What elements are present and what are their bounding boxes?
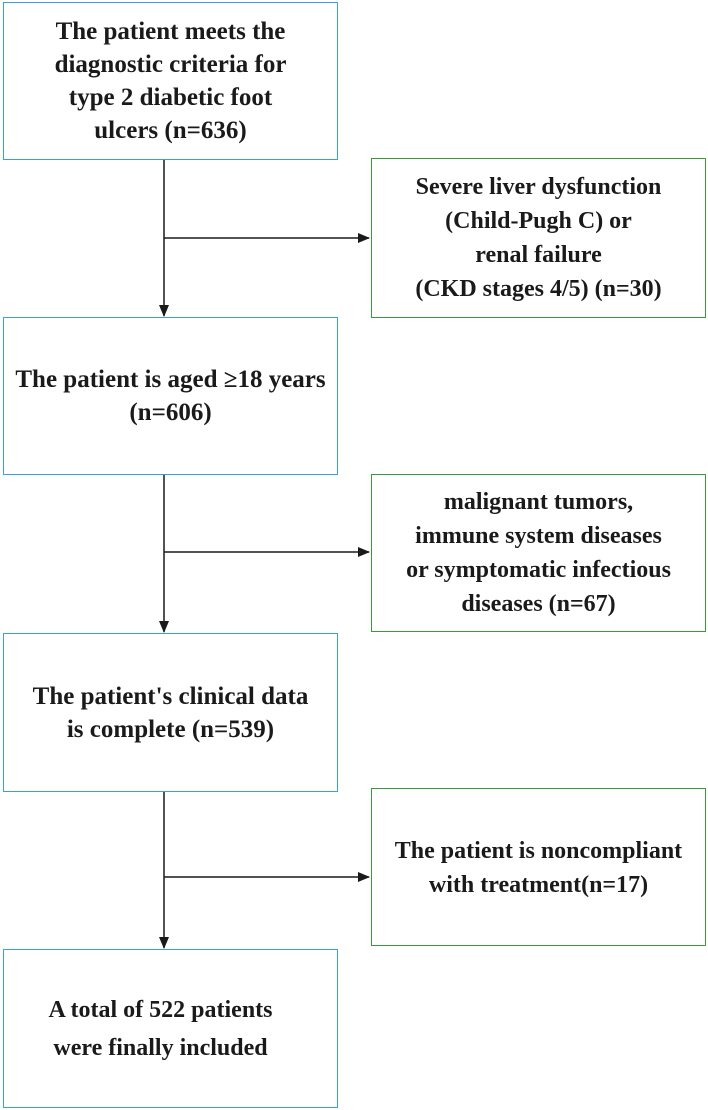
exclusion-box-text-line: (CKD stages 4/5) (n=30) (415, 276, 662, 302)
step-box-text-line: The patient is aged ≥18 years (15, 366, 326, 393)
step-box-complete-data: The patient's clinical data is complete … (3, 633, 338, 792)
step-box-text-line: is complete (n=539) (66, 715, 275, 743)
exclusion-box-text-line: The patient is noncompliant (394, 838, 683, 864)
step-box-text-line: diagnostic criteria for (54, 51, 287, 78)
exclusion-box-text-line: (Child-Pugh C) or (445, 208, 632, 234)
exclusion-box-text-line: renal failure (475, 242, 602, 268)
exclusion-box-tumor-immune-infection: malignant tumors, immune system diseases… (371, 474, 706, 632)
step-box-text-line: (n=606) (129, 399, 212, 426)
exclusion-box-text-line: Severe liver dysfunction (415, 174, 662, 200)
step-box-text-line: A total of 522 patients (48, 996, 273, 1023)
step-box-text-line: were finally included (53, 1034, 268, 1061)
step-box-final-included: A total of 522 patients were finally inc… (3, 949, 338, 1108)
step-box-text-line: ulcers (n=636) (94, 117, 247, 144)
exclusion-box-text-line: diseases (n=67) (461, 591, 616, 617)
step-box-text-line: The patient's clinical data (32, 682, 309, 710)
exclusion-box-text-line: malignant tumors, (443, 489, 634, 515)
exclusion-box-text-line: with treatment(n=17) (428, 872, 649, 898)
exclusion-box-noncompliant: The patient is noncompliant with treatme… (371, 788, 706, 946)
exclusion-box-text-line: or symptomatic infectious (406, 557, 671, 583)
step-box-eligible-patients: The patient meets the diagnostic criteri… (3, 2, 338, 160)
step-box-text-line: The patient meets the (55, 18, 286, 45)
step-box-age-criteria: The patient is aged ≥18 years (n=606) (3, 317, 338, 475)
step-box-text-line: type 2 diabetic foot (68, 84, 273, 111)
exclusion-box-text-line: immune system diseases (415, 523, 662, 549)
exclusion-box-liver-renal: Severe liver dysfunction (Child-Pugh C) … (371, 158, 706, 318)
